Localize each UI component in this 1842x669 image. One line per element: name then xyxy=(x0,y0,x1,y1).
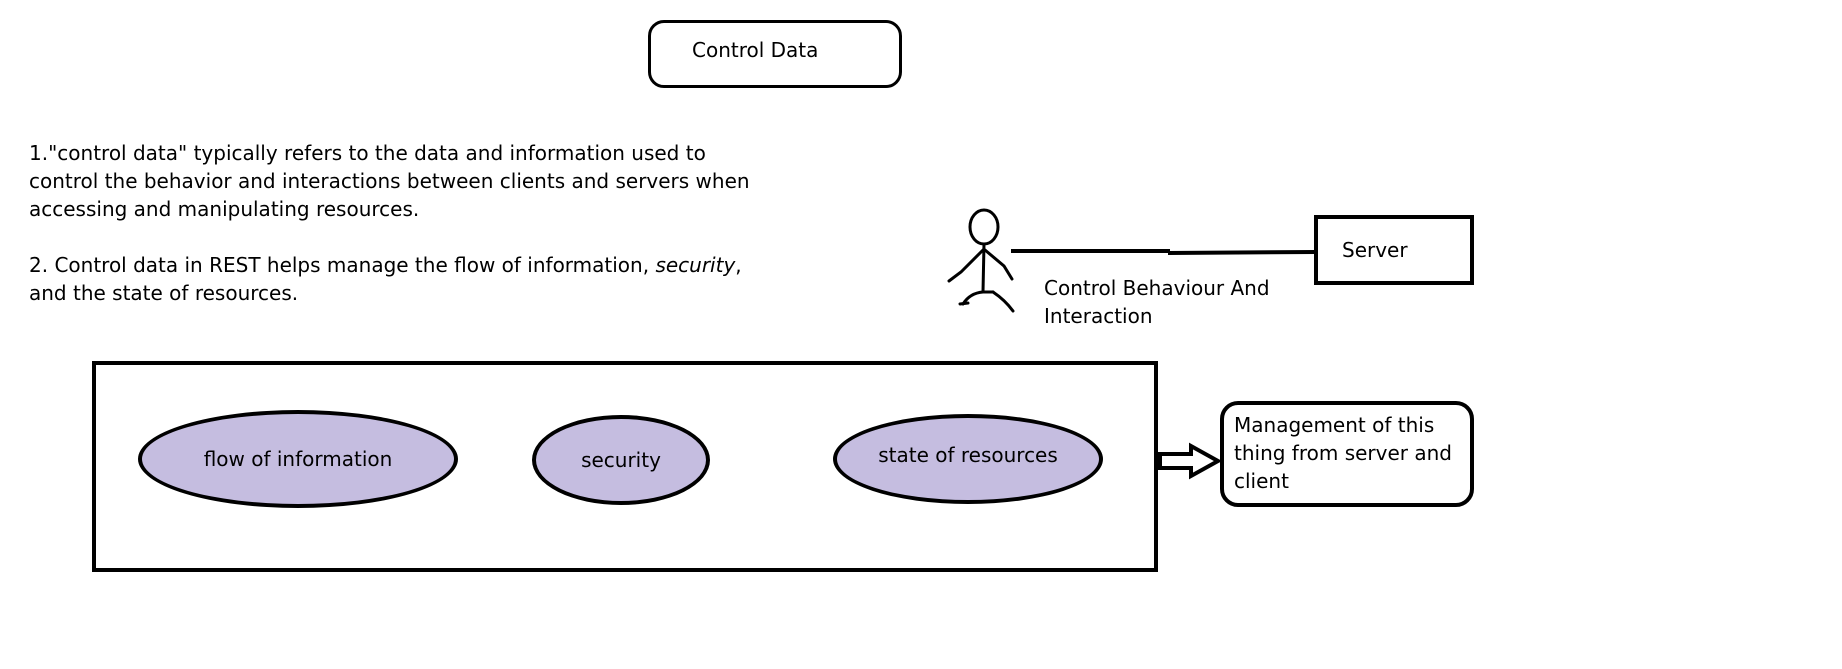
concept-security: security xyxy=(532,415,710,505)
concept-label: security xyxy=(581,448,661,472)
concept-label: flow of information xyxy=(203,447,393,471)
point-1-line-3: accessing and manipulating resources. xyxy=(29,197,420,221)
server-box xyxy=(1314,215,1474,285)
concept-flow-of-information: flow of information xyxy=(138,410,458,508)
management-label-line-1: Management of this xyxy=(1234,413,1435,437)
point-1-line-2: control the behavior and interactions be… xyxy=(29,169,750,193)
management-label-line-2: thing from server and xyxy=(1234,441,1452,465)
management-label-line-3: client xyxy=(1234,469,1289,493)
actor-link-label-line-1: Control Behaviour And xyxy=(1044,276,1270,300)
point-2-text-after: , xyxy=(735,253,742,277)
point-2-line-2: and the state of resources. xyxy=(29,281,299,305)
description-point-2: 2. Control data in REST helps manage the… xyxy=(29,251,742,307)
point-2-italic-security: security xyxy=(655,253,736,277)
server-label: Server xyxy=(1342,238,1408,262)
actor-link-label-line-2: Interaction xyxy=(1044,304,1153,328)
point-2-text-before: 2. Control data in REST helps manage the… xyxy=(29,253,656,277)
concept-label: state of resources xyxy=(878,443,1058,467)
management-box xyxy=(1220,401,1474,507)
concept-state-of-resources: state of resources xyxy=(833,414,1103,504)
control-data-concepts-box xyxy=(92,361,1158,572)
point-1-line-1: 1."control data" typically refers to the… xyxy=(29,141,706,165)
diagram-title: Control Data xyxy=(692,38,819,62)
actor-server-connector xyxy=(1011,249,1317,255)
actor-link-label: Control Behaviour And Interaction xyxy=(1044,274,1270,330)
point-2-line-1: 2. Control data in REST helps manage the… xyxy=(29,251,742,279)
hollow-arrow-right-icon xyxy=(1158,442,1223,480)
description-point-1: 1."control data" typically refers to the… xyxy=(29,139,750,223)
title-box xyxy=(648,20,902,88)
stick-figure-actor-icon xyxy=(947,208,1015,313)
management-label: Management of this thing from server and… xyxy=(1234,411,1452,495)
